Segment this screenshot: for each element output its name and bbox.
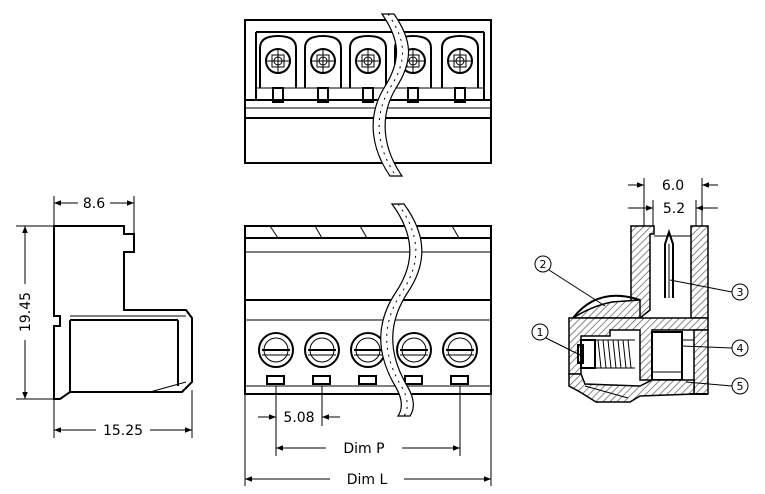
width-dimension: 8.6 xyxy=(53,196,135,234)
front-screw xyxy=(258,332,294,385)
svg-text:1: 1 xyxy=(537,326,544,339)
section-dimension-inner: 5.2 xyxy=(628,200,718,226)
dim-p-label: Dim P xyxy=(343,441,384,457)
callout-2: 2 xyxy=(534,255,606,307)
depth-dimension: 15.25 xyxy=(53,390,193,439)
top-terminal xyxy=(349,34,387,103)
depth-label: 15.25 xyxy=(103,423,143,439)
pitch-label: 5.08 xyxy=(283,410,314,426)
side-view: 8.6 19.45 15.25 xyxy=(16,196,193,439)
pitch-dimension: 5.08 xyxy=(258,386,340,426)
svg-text:5: 5 xyxy=(737,380,744,393)
front-screw xyxy=(442,332,478,385)
section-inner-label: 5.2 xyxy=(663,201,685,217)
callout-1: 1 xyxy=(531,323,583,357)
width-label: 8.6 xyxy=(83,196,105,212)
svg-text:3: 3 xyxy=(737,286,744,299)
top-terminal xyxy=(304,34,342,103)
top-view xyxy=(244,13,492,177)
height-label: 19.45 xyxy=(18,292,34,332)
callout-4: 4 xyxy=(681,339,749,357)
front-screw xyxy=(350,332,386,385)
top-terminal xyxy=(441,34,479,103)
top-terminal xyxy=(259,34,297,103)
front-screw xyxy=(304,332,340,385)
dim-l-label: Dim L xyxy=(347,472,388,488)
dim-l-dimension: Dim L xyxy=(244,394,492,488)
section-dimension-outer: 6.0 xyxy=(628,178,718,226)
dim-p-dimension: Dim P xyxy=(275,386,461,457)
callout-5: 5 xyxy=(685,377,749,395)
front-screw xyxy=(396,332,432,385)
height-dimension: 19.45 xyxy=(16,225,54,400)
svg-text:4: 4 xyxy=(737,342,744,355)
front-view: 5.08 Dim P Dim L xyxy=(244,203,492,488)
svg-text:2: 2 xyxy=(540,258,547,271)
section-view: 6.0 5.2 1 2 3 4 xyxy=(531,178,749,403)
break-line xyxy=(372,13,410,177)
callout-3: 3 xyxy=(669,279,749,301)
section-outer-label: 6.0 xyxy=(662,178,684,194)
